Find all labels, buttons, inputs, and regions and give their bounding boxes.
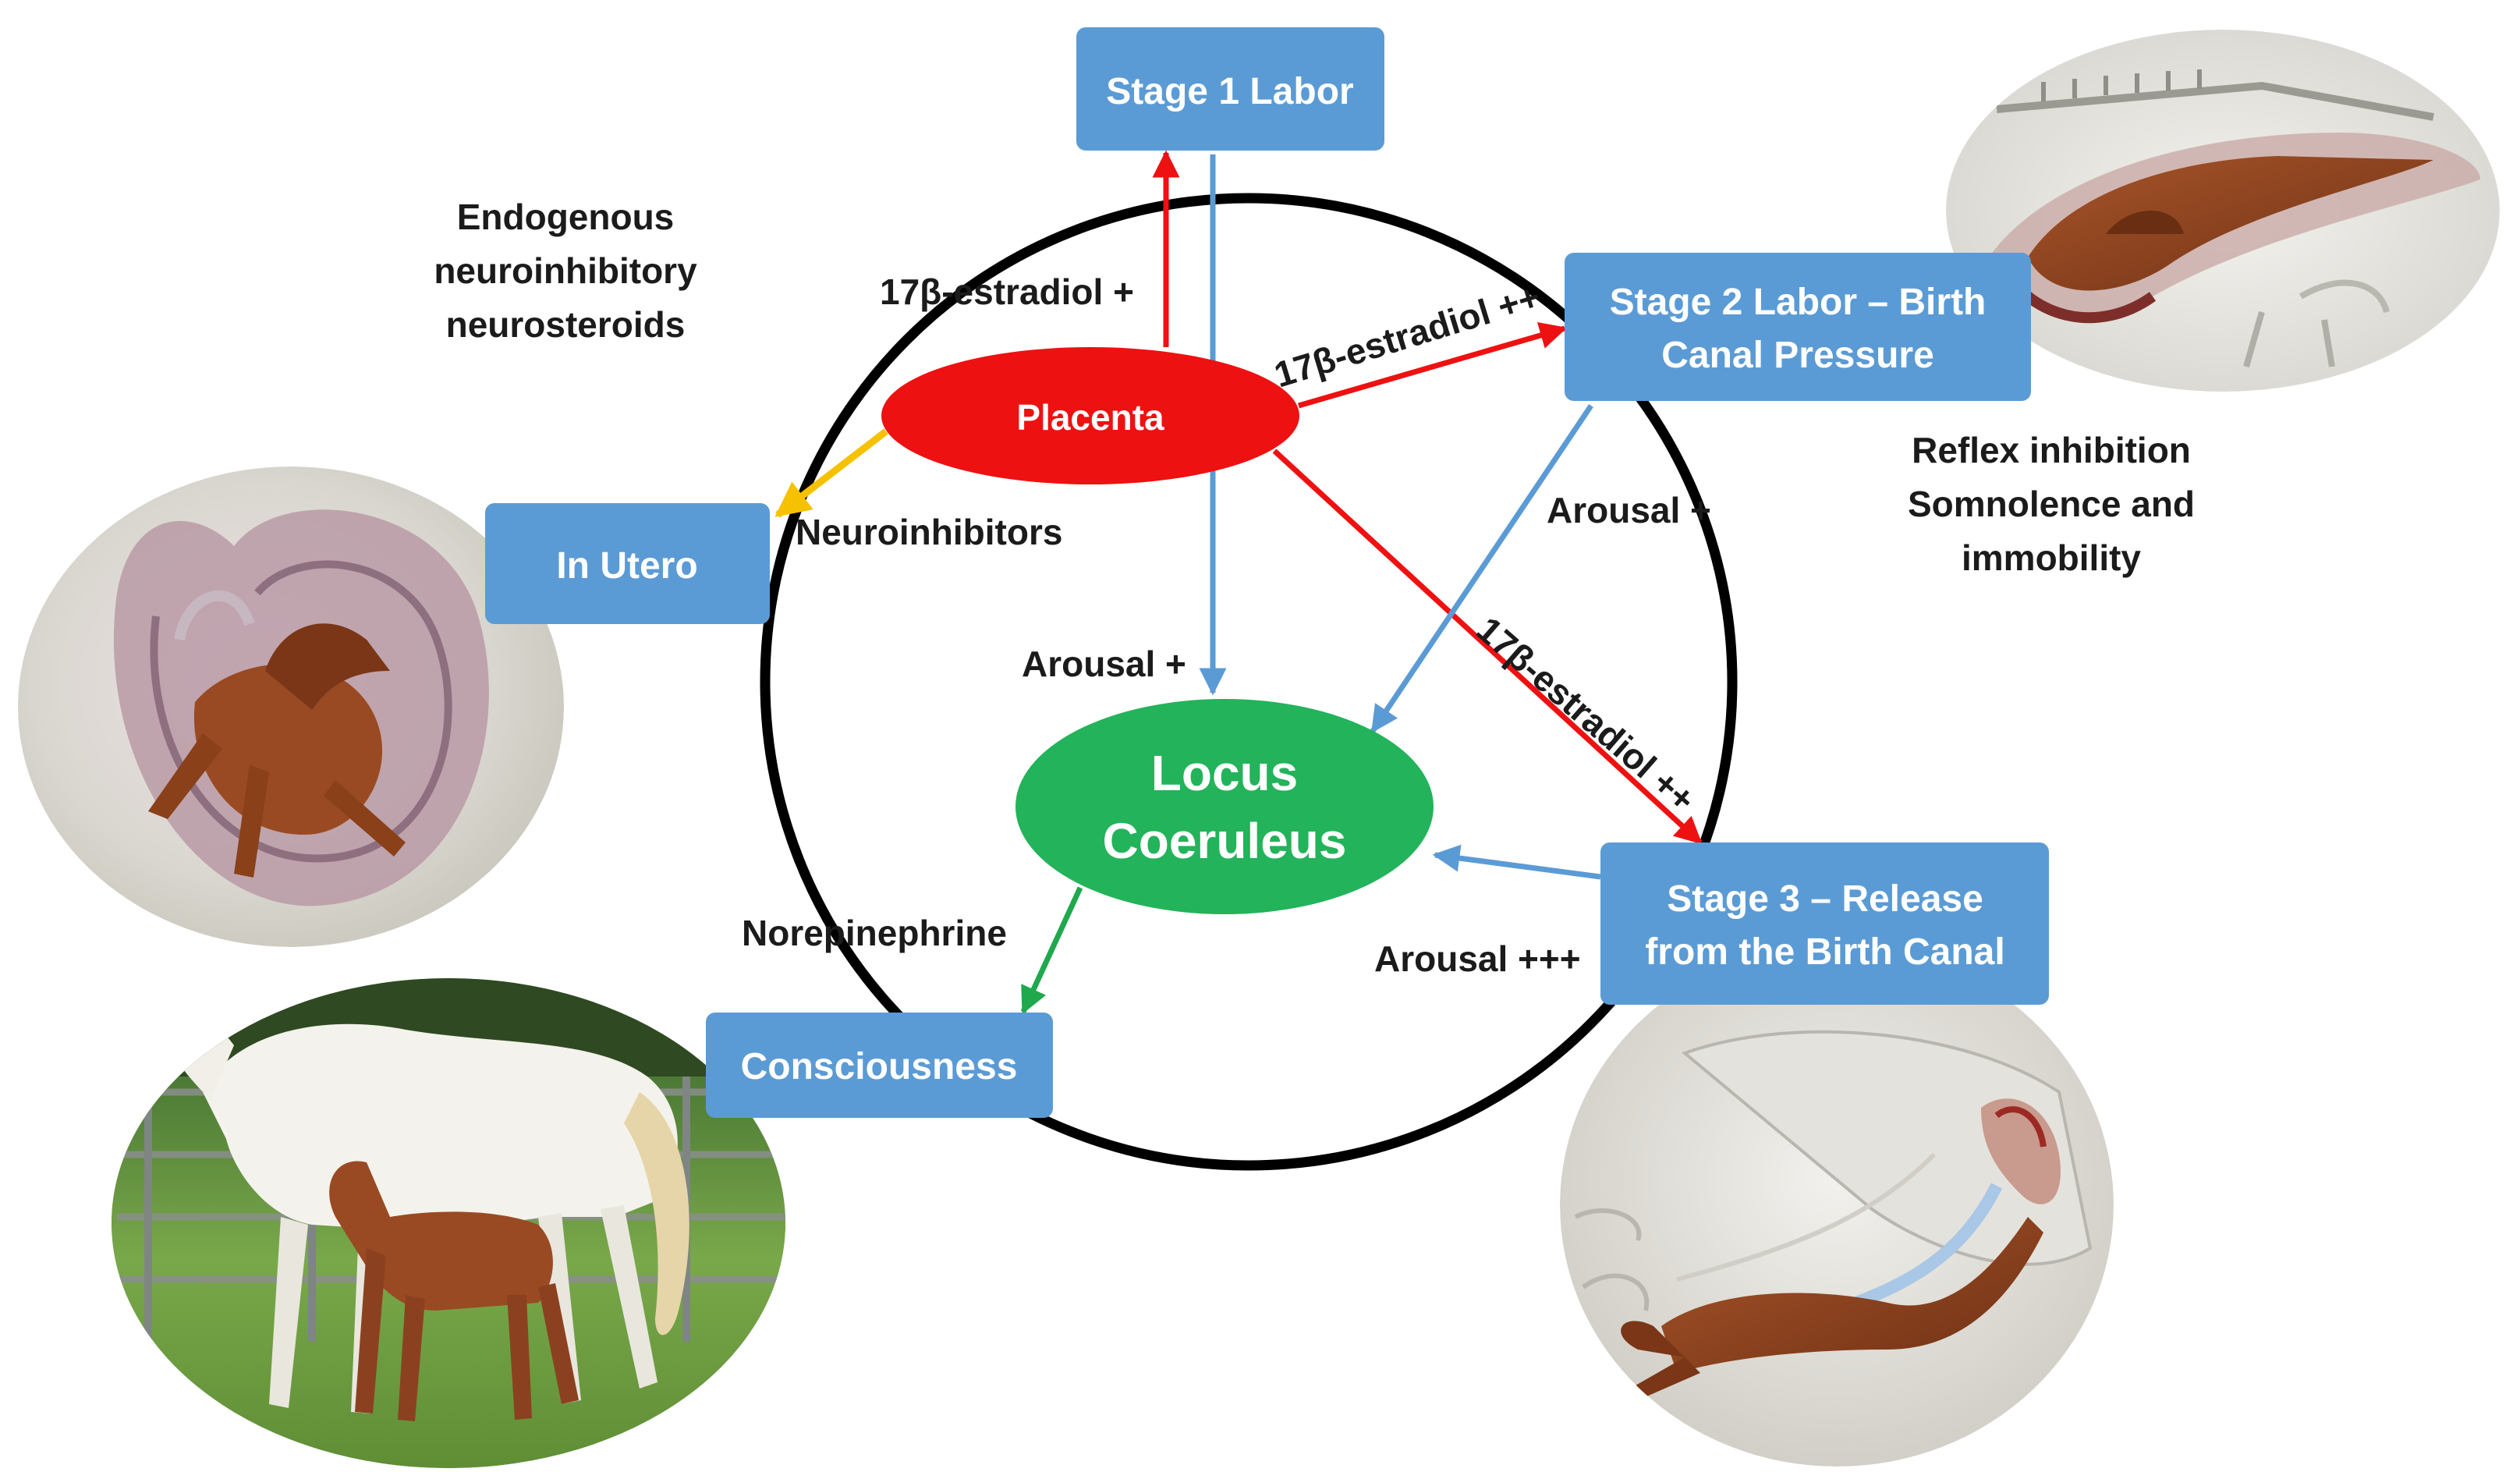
placenta-node: Placenta [881, 347, 1299, 484]
arrow-stage3-to-locus [1432, 844, 1601, 880]
locus-label-line2: Coeruleus [1103, 813, 1347, 869]
arrow-placenta-to-stage2 [1298, 321, 1568, 409]
locus-label-line1: Locus [1151, 745, 1298, 801]
arrow-locus-to-consciousness [1020, 886, 1083, 1015]
stage1-label: Stage 1 Labor [1106, 71, 1353, 112]
arousal-ppp-label: Arousal +++ [1374, 938, 1581, 979]
reflex-label-line1: Reflex inhibition [1912, 430, 2191, 470]
arrow-placenta-to-stage3 [1272, 449, 1703, 845]
reflex-label-line3: immobility [1962, 537, 2141, 578]
arousal-plus-stage1-label: Arousal + [1022, 644, 1186, 684]
placenta-label: Placenta [1016, 397, 1164, 438]
foal-in-utero-illustration [18, 466, 564, 947]
stage2-label-line2: Canal Pressure [1661, 335, 1934, 376]
stage3-label-line2: from the Birth Canal [1645, 931, 2004, 973]
estradiol-pp-stage3-label: 17β-estradiol ++ [1469, 608, 1703, 820]
in-utero-label: In Utero [556, 545, 697, 587]
stage3-box: Stage 3 – Release from the Birth Canal [1600, 842, 2049, 1005]
mare-and-foal-photo [112, 978, 785, 1468]
estradiol-plus-label: 17β-estradiol + [880, 271, 1134, 312]
neuroinhibitors-label: Neuroinhibitors [796, 512, 1062, 552]
arrow-placenta-to-in-utero [774, 428, 888, 518]
arrow-stage2-to-locus [1370, 404, 1593, 733]
locus-coeruleus-node: Locus Coeruleus [1015, 699, 1434, 914]
consciousness-box: Consciousness [706, 1013, 1053, 1118]
endogenous-label-line1: Endogenous [457, 197, 675, 237]
in-utero-box: In Utero [485, 503, 770, 624]
endogenous-label-line3: neurosteroids [446, 304, 686, 345]
norepinephrine-label: Norepinephrine [742, 913, 1007, 953]
arousal-plus-stage2-label: Arousal + [1547, 490, 1711, 530]
estradiol-pp-stage2-label: 17β-estradiol ++ [1270, 276, 1545, 395]
foal-in-birth-canal-illustration [1946, 30, 2500, 392]
foal-delivery-illustration [1560, 944, 2114, 1467]
stage2-label-line1: Stage 2 Labor – Birth [1610, 282, 1987, 323]
stage1-box: Stage 1 Labor [1076, 27, 1384, 151]
stage2-box: Stage 2 Labor – Birth Canal Pressure [1565, 253, 2031, 401]
cycle-circle [760, 193, 1738, 1171]
stage3-label-line1: Stage 3 – Release [1667, 878, 1983, 920]
endogenous-label-line2: neuroinhibitory [434, 250, 697, 291]
consciousness-label: Consciousness [741, 1046, 1018, 1087]
reflex-label-line2: Somnolence and [1908, 484, 2195, 524]
